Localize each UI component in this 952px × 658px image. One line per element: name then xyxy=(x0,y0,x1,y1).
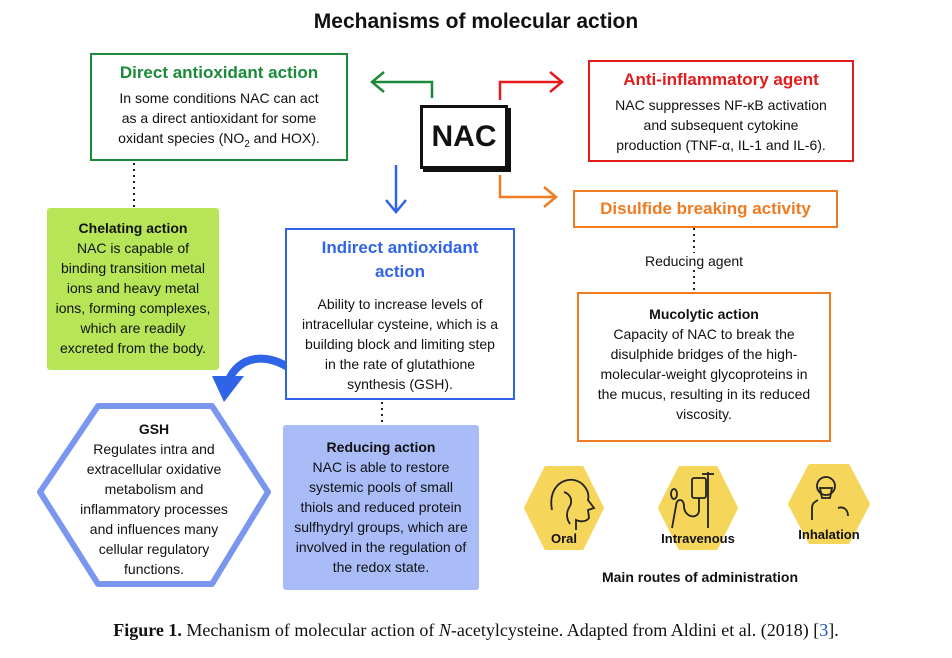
gsh-line-5: and influences many xyxy=(89,521,219,537)
indirect-line-5: synthesis (GSH). xyxy=(347,376,453,392)
disulfide-heading: Disulfide breaking activity xyxy=(600,199,811,218)
arrow-to-disulfide xyxy=(498,175,558,208)
inhalation-mask-icon xyxy=(811,476,849,520)
routes-caption: Main routes of administration xyxy=(601,569,798,585)
direct-line-3: oxidant species (NO2 and HOX). xyxy=(92,128,346,155)
gsh-line-4: inflammatory processes xyxy=(80,501,228,517)
chelating-line-2: binding transition metal xyxy=(61,260,205,276)
mucolytic-box: Mucolytic action Capacity of NAC to brea… xyxy=(577,292,831,442)
iv-drip-icon xyxy=(670,472,714,529)
caption-text-b: -acetylcysteine. Adapted from Aldini et … xyxy=(450,620,820,640)
reducing-line-3: thiols and reduced protein xyxy=(300,499,462,515)
reducing-line-2: systemic pools of small xyxy=(309,479,453,495)
mucolytic-line-1: Capacity of NAC to break the xyxy=(613,326,795,342)
anti-inflammatory-text: NAC suppresses NF-κB activation and subs… xyxy=(590,95,852,155)
reducing-text: NAC is able to restore systemic pools of… xyxy=(283,457,479,577)
gsh-line-3: metabolism and xyxy=(104,481,204,497)
gsh-line-6: cellular regulatory xyxy=(98,541,210,557)
oral-head-icon xyxy=(550,478,596,530)
indirect-text: Ability to increase levels of intracellu… xyxy=(287,294,513,394)
caption-italic: N xyxy=(438,620,451,640)
mucolytic-line-4: the mucus, resulting in its reduced xyxy=(597,386,811,402)
direct-line-3b: and HOX). xyxy=(249,130,320,146)
chelating-line-3: ions and heavy metal xyxy=(66,280,200,296)
reducing-line-6: the redox state. xyxy=(332,559,430,575)
gsh-line-2: extracellular oxidative xyxy=(86,461,222,477)
route-hexagon-intravenous xyxy=(658,466,738,550)
reducing-action-box: Reducing action NAC is able to restore s… xyxy=(283,425,479,590)
mucolytic-line-5: viscosity. xyxy=(676,406,732,422)
reducing-line-1: NAC is able to restore xyxy=(312,459,450,475)
reducing-heading: Reducing action xyxy=(326,439,436,455)
route-label-intravenous: Intravenous xyxy=(661,531,735,546)
arrow-to-direct xyxy=(370,71,434,98)
anti-line-2: and subsequent cytokine xyxy=(643,117,799,133)
indirect-antioxidant-box: Indirect antioxidant action Ability to i… xyxy=(285,228,515,400)
chelating-heading: Chelating action xyxy=(78,220,188,236)
mucolytic-line-3: molecular-weight glycoproteins in xyxy=(600,366,808,382)
anti-line-1: NAC suppresses NF-κB activation xyxy=(615,97,827,113)
chelating-text: NAC is capable of binding transition met… xyxy=(47,238,219,358)
direct-antioxidant-box: Direct antioxidant action In some condit… xyxy=(90,53,348,161)
gsh-line-7: functions. xyxy=(124,561,184,577)
indirect-line-1: Ability to increase levels of xyxy=(317,296,483,312)
direct-antioxidant-heading: Direct antioxidant action xyxy=(119,63,319,82)
route-label-oral: Oral xyxy=(550,531,577,546)
mucolytic-line-2: disulphide bridges of the high- xyxy=(610,346,798,362)
route-hexagon-oral xyxy=(524,466,604,550)
gsh-hexagon xyxy=(37,403,271,587)
anti-line-3: production (TNF-α, IL-1 and IL-6). xyxy=(616,137,826,153)
chelating-box: Chelating action NAC is capable of bindi… xyxy=(47,208,219,370)
chelating-line-4: ions, forming complexes, xyxy=(55,300,211,316)
chelating-line-6: excreted from the body. xyxy=(59,340,207,356)
figure-label: Figure 1. xyxy=(113,620,182,640)
indirect-heading-1: Indirect antioxidant xyxy=(321,238,479,257)
mucolytic-heading: Mucolytic action xyxy=(649,306,759,322)
indirect-line-3: building block and limiting step xyxy=(305,336,495,352)
indirect-heading-2: action xyxy=(374,262,426,281)
disulfide-box: Disulfide breaking activity xyxy=(573,190,838,228)
curved-arrow-to-gsh xyxy=(212,354,296,402)
direct-line-2: as a direct antioxidant for some xyxy=(121,110,317,126)
route-hexagon-inhalation xyxy=(788,464,870,544)
chelating-line-1: NAC is capable of xyxy=(76,240,190,256)
reducing-line-5: involved in the regulation of xyxy=(295,539,467,555)
anti-inflammatory-box: Anti-inflammatory agent NAC suppresses N… xyxy=(588,60,854,162)
arrow-to-anti-inflammatory xyxy=(498,71,564,100)
reducing-line-4: sulfhydryl groups, which are xyxy=(294,519,468,535)
anti-inflammatory-heading: Anti-inflammatory agent xyxy=(623,70,819,89)
gsh-heading: GSH xyxy=(138,421,170,437)
indirect-line-4: in the rate of glutathione xyxy=(324,356,476,372)
nac-center-box: NAC xyxy=(420,105,508,169)
page-title: Mechanisms of molecular action xyxy=(313,10,639,33)
reducing-agent-label: Reducing agent xyxy=(636,253,752,269)
nac-label: NAC xyxy=(431,120,497,153)
direct-line-1: In some conditions NAC can act xyxy=(119,90,319,106)
figure-caption: Figure 1. Mechanism of molecular action … xyxy=(0,620,952,641)
reference-link[interactable]: 3 xyxy=(819,620,829,640)
mucolytic-text: Capacity of NAC to break the disulphide … xyxy=(579,324,829,424)
gsh-text: Regulates intra and extracellular oxidat… xyxy=(58,439,250,579)
no2-subscript: 2 xyxy=(244,138,250,150)
caption-text-c: ]. xyxy=(828,620,839,640)
caption-text-a: Mechanism of molecular action of xyxy=(181,620,439,640)
gsh-text-block: GSH Regulates intra and extracellular ox… xyxy=(58,419,250,579)
gsh-line-1: Regulates intra and xyxy=(93,441,215,457)
direct-antioxidant-text: In some conditions NAC can act as a dire… xyxy=(92,88,346,155)
indirect-line-2: intracellular cysteine, which is a xyxy=(301,316,499,332)
chelating-line-5: which are readily xyxy=(80,320,186,336)
arrow-to-indirect xyxy=(385,165,407,214)
direct-line-3a: oxidant species (NO xyxy=(118,130,245,146)
route-label-inhalation: Inhalation xyxy=(798,527,860,542)
